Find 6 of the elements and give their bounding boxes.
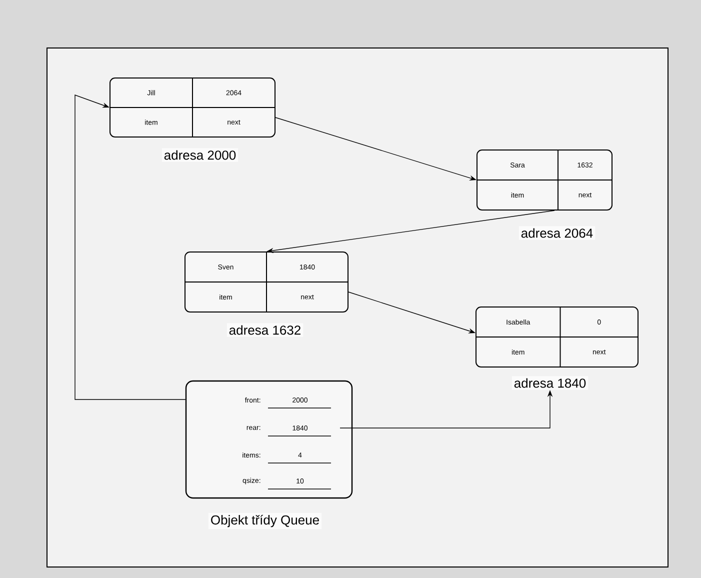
address-label: adresa 1840 (512, 376, 588, 390)
arrow (74, 94, 186, 400)
address-label: Objekt třídy Queue (208, 512, 322, 530)
address-label: adresa 2000 (162, 148, 238, 162)
address-label: adresa 1632 (226, 323, 304, 337)
address-label: adresa 2064 (518, 226, 596, 240)
